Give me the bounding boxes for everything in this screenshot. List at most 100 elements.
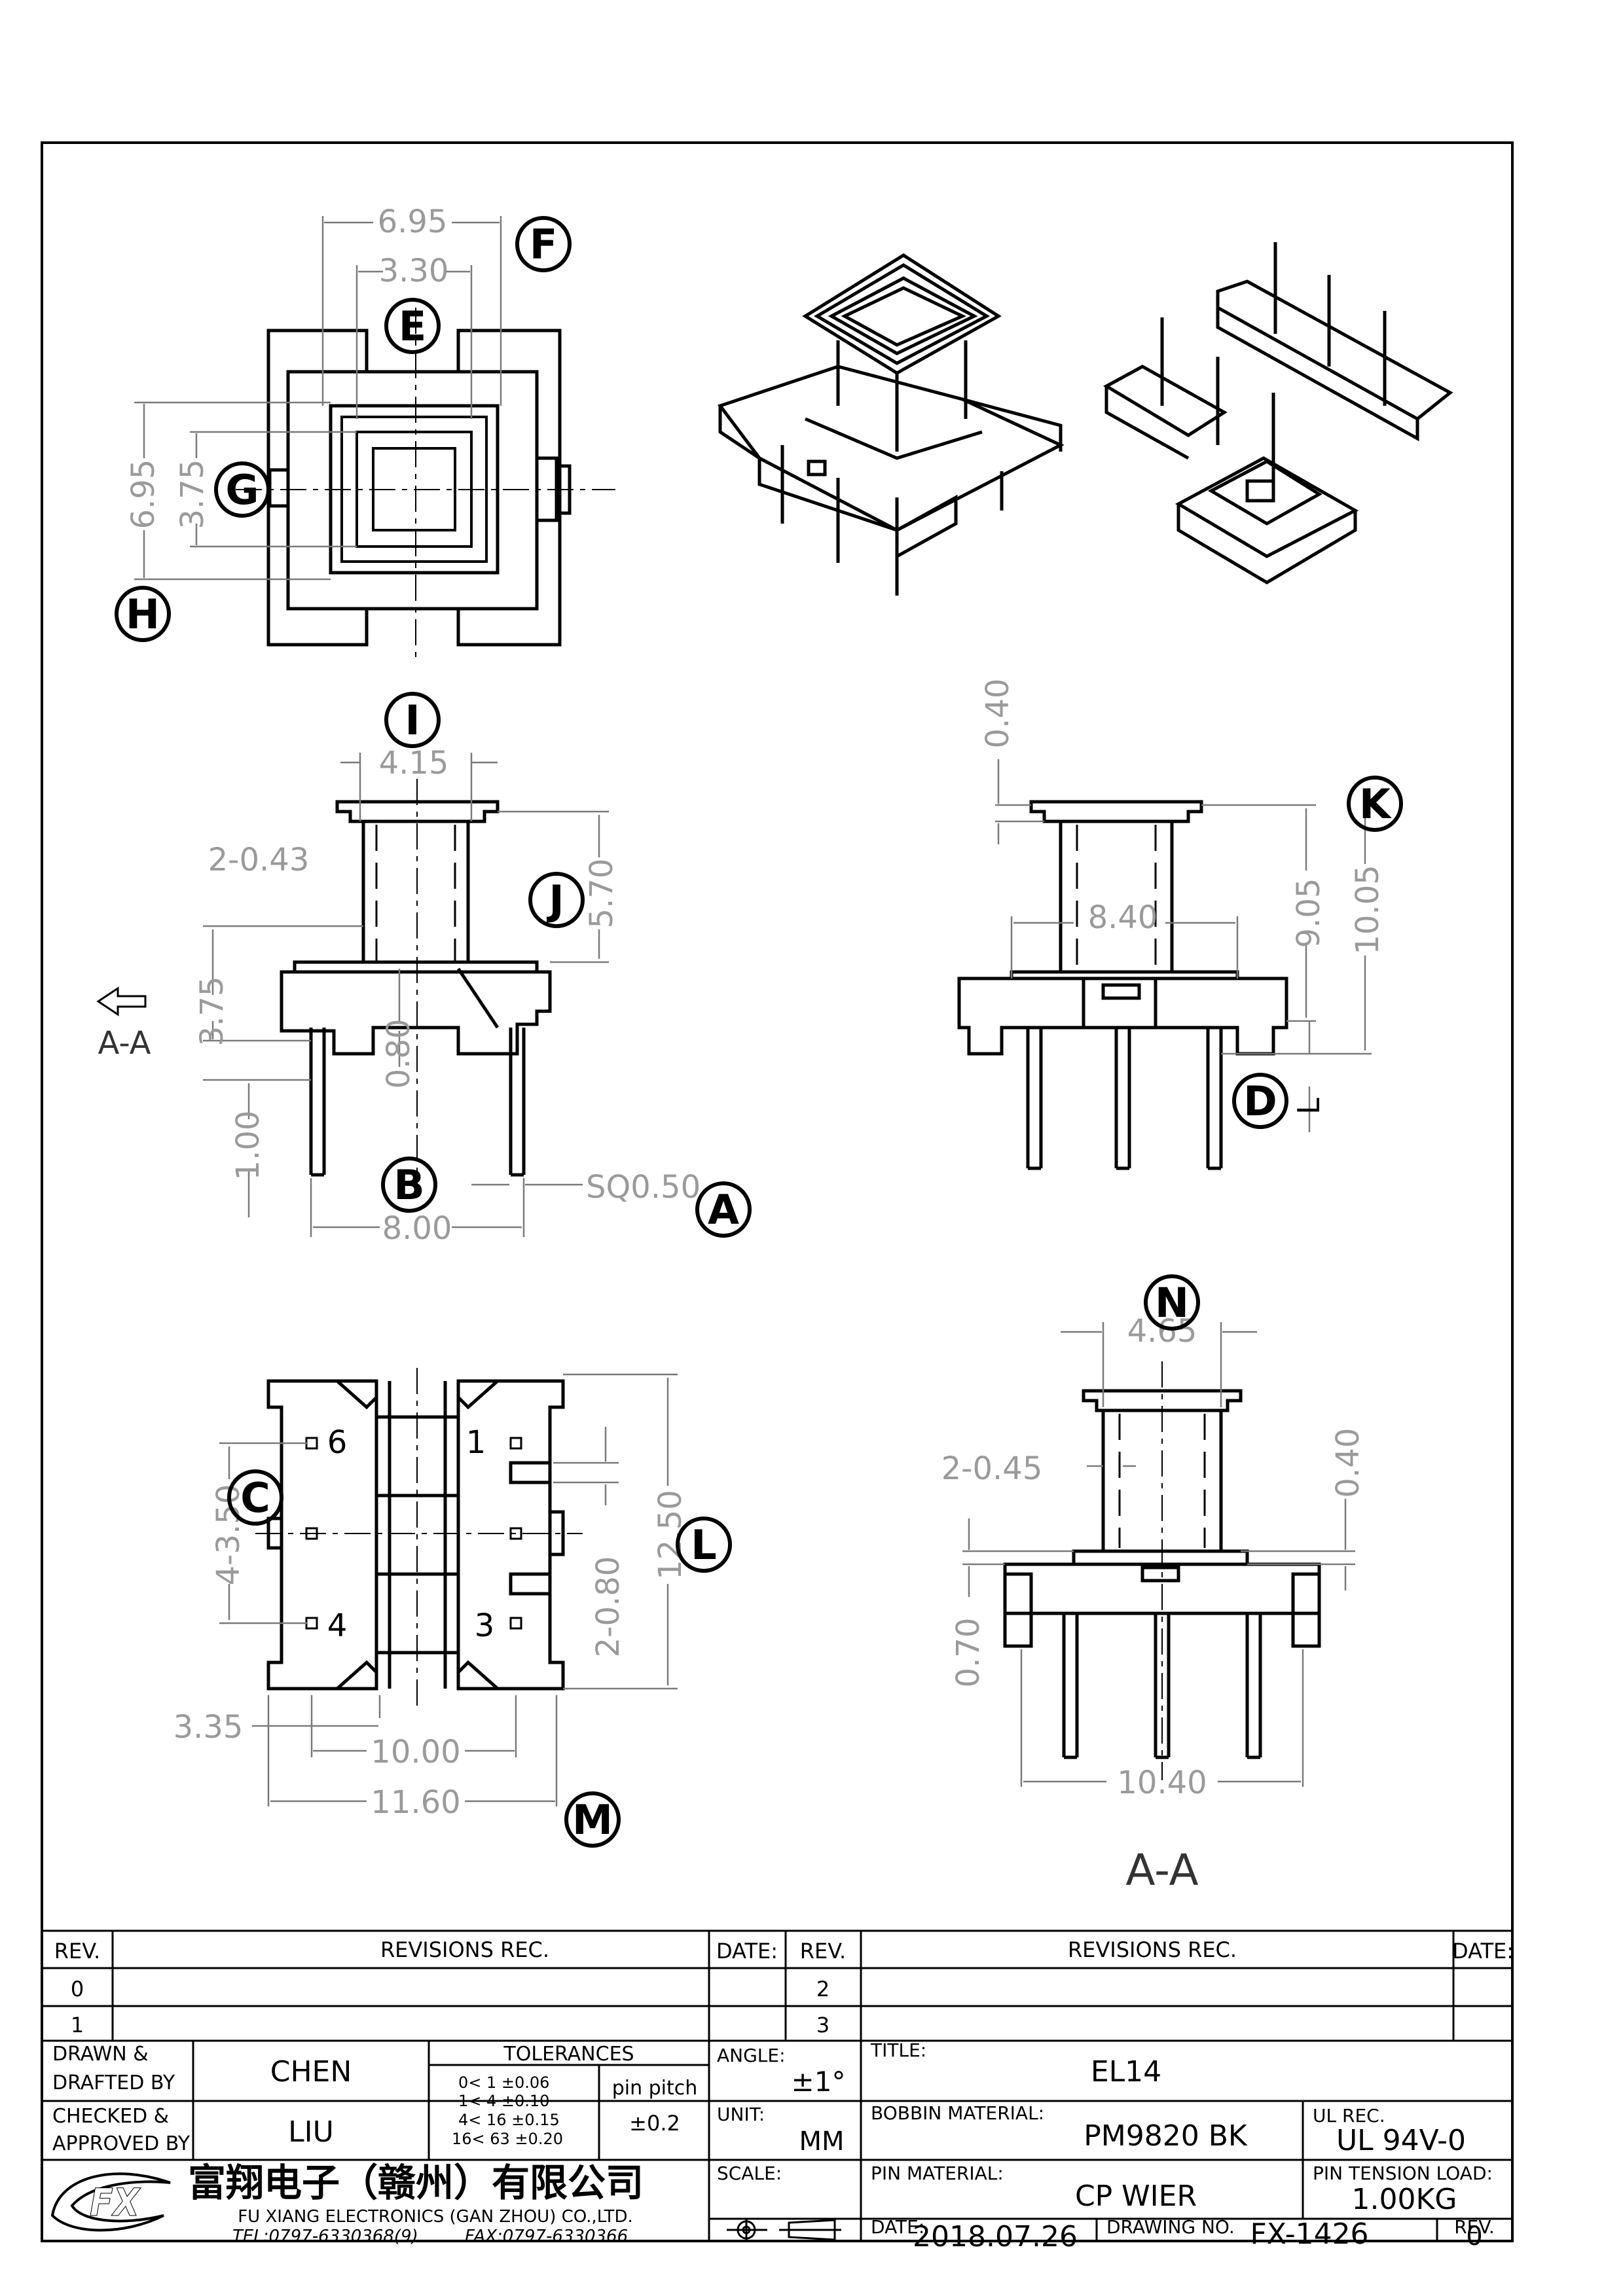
front-view bbox=[280, 800, 552, 1177]
title-block-grid bbox=[42, 2041, 1512, 2241]
rev-value: 0 bbox=[1466, 2221, 1482, 2251]
top-view-dims bbox=[134, 216, 502, 581]
dim-bot-w1: 10.00 bbox=[371, 1734, 460, 1770]
rev-row-0: 0 bbox=[71, 1977, 84, 2001]
title-label: TITLE: bbox=[870, 2039, 926, 2061]
side-view-hidden bbox=[1076, 825, 1157, 969]
pin-number-4: 4 bbox=[327, 1607, 348, 1644]
front-view-hidden bbox=[375, 825, 456, 962]
company-logo-icon: FX bbox=[50, 2172, 171, 2232]
bubble-M: M bbox=[572, 1796, 613, 1844]
tol-row-1: 1< 4 ±0.10 bbox=[458, 2092, 549, 2110]
date-label: DATE: bbox=[871, 2216, 924, 2238]
rev-row-1: 1 bbox=[71, 2013, 84, 2037]
callout-bubbles bbox=[115, 216, 1403, 1848]
dim-h2: 10.05 bbox=[1349, 865, 1386, 954]
tolerances-title: TOLERANCES bbox=[503, 2043, 634, 2066]
pin-tension-value: 1.00KG bbox=[1352, 2183, 1457, 2216]
revisions-header-right: REVISIONS REC. bbox=[1068, 1937, 1237, 1962]
side-view bbox=[957, 800, 1288, 1170]
section-view-dims bbox=[962, 1322, 1355, 1787]
drawing-no-value: FX-1426 bbox=[1250, 2217, 1368, 2251]
top-view bbox=[266, 329, 572, 647]
pin-tension-label: PIN TENSION LOAD: bbox=[1313, 2162, 1493, 2184]
bubble-K: K bbox=[1359, 780, 1392, 828]
dim-sec-wall: 2-0.45 bbox=[941, 1450, 1043, 1487]
bubble-I: I bbox=[405, 696, 420, 744]
bubble-H: H bbox=[126, 590, 160, 638]
side-view-dims bbox=[995, 759, 1372, 1132]
ul-value: UL 94V-0 bbox=[1336, 2124, 1466, 2157]
dim-top-core: 3.30 bbox=[379, 253, 449, 289]
dim-width-r: 8.40 bbox=[1088, 899, 1158, 936]
dim-bot-h: 12.50 bbox=[652, 1490, 689, 1579]
isometric-view-top bbox=[717, 253, 1065, 596]
isometric-view-bottom bbox=[1103, 242, 1453, 584]
dim-base-h: 3.75 bbox=[194, 977, 230, 1047]
rev-row-2: 2 bbox=[816, 1977, 830, 2001]
pin-pitch-label: pin pitch bbox=[612, 2077, 698, 2100]
projection-symbol-icon bbox=[727, 2219, 841, 2241]
date-value: 2018.07.26 bbox=[913, 2220, 1078, 2253]
bobbin-value: PM9820 BK bbox=[1084, 2119, 1248, 2153]
pin-pitch-value: ±0.2 bbox=[629, 2111, 680, 2136]
bubble-J: J bbox=[546, 876, 564, 924]
section-view-hidden bbox=[1118, 1414, 1206, 1548]
date-header-right: DATE: bbox=[1452, 1939, 1514, 1964]
dim-h1: 9.05 bbox=[1290, 878, 1327, 948]
company-tel: TEL:0797-6330368(9) bbox=[232, 2227, 418, 2246]
revision-table bbox=[42, 1929, 1512, 2042]
checked-label-1: CHECKED & bbox=[52, 2105, 169, 2128]
scale-label: SCALE: bbox=[717, 2162, 782, 2184]
front-view-dims bbox=[203, 753, 609, 1237]
callout-bubble-letters: F E G H I J K D B A C L M N bbox=[126, 221, 1392, 1844]
company-fax: FAX:0797-6330366 bbox=[465, 2227, 628, 2246]
angle-value: ±1° bbox=[792, 2066, 846, 2098]
dim-bot-w2: 11.60 bbox=[371, 1784, 460, 1821]
checked-label-2: APPROVED BY bbox=[52, 2132, 191, 2155]
bubble-F: F bbox=[530, 221, 557, 268]
dim-bot-offset: 3.35 bbox=[173, 1709, 244, 1746]
pin-material-label: PIN MATERIAL: bbox=[871, 2162, 1004, 2184]
bubble-N: N bbox=[1155, 1279, 1189, 1327]
tol-row-3: 16< 63 ±0.20 bbox=[452, 2130, 563, 2148]
dim-bot-slot: 2-0.80 bbox=[590, 1556, 627, 1658]
top-view-centerlines bbox=[236, 308, 615, 661]
dim-flange: 0.40 bbox=[979, 679, 1016, 749]
rev-header-left: REV. bbox=[54, 1939, 100, 1964]
bubble-C: C bbox=[240, 1474, 270, 1522]
dim-top-core-h: 3.75 bbox=[174, 459, 211, 529]
drawn-label-1: DRAWN & bbox=[52, 2043, 149, 2066]
drawing-frame bbox=[41, 141, 1514, 2242]
bottom-view-centerlines bbox=[255, 1368, 583, 1708]
ul-label: UL REC. bbox=[1313, 2105, 1385, 2126]
pin-number-3: 3 bbox=[475, 1607, 495, 1644]
dim-sec-base: 0.70 bbox=[950, 1618, 987, 1688]
unit-label: UNIT: bbox=[717, 2104, 765, 2125]
dim-slot: 0.80 bbox=[380, 1019, 417, 1089]
dim-pin-sq: SQ0.50 bbox=[586, 1169, 701, 1206]
dim-sec-width: 10.40 bbox=[1117, 1765, 1207, 1801]
drawing-no-label: DRAWING NO. bbox=[1106, 2216, 1235, 2238]
company-name-en: FU XIANG ELECTRONICS (GAN ZHOU) CO.,LTD. bbox=[238, 2207, 633, 2227]
svg-text:FX: FX bbox=[90, 2180, 141, 2225]
dim-top-width: 6.95 bbox=[378, 204, 448, 240]
bubble-A: A bbox=[708, 1186, 739, 1234]
tol-row-2: 4< 16 ±0.15 bbox=[458, 2111, 560, 2129]
bobbin-label: BOBBIN MATERIAL: bbox=[871, 2102, 1044, 2124]
drawn-by-name: CHEN bbox=[270, 2055, 352, 2089]
company-name-cn: 富翔电子（赣州）有限公司 bbox=[188, 2161, 644, 2205]
drawn-label-2: DRAFTED BY bbox=[52, 2072, 175, 2094]
rev-label: REV. bbox=[1454, 2216, 1495, 2238]
pin-number-6: 6 bbox=[327, 1424, 348, 1461]
dim-core-h: 5.70 bbox=[583, 859, 620, 929]
dim-sec-flange: 0.40 bbox=[1330, 1428, 1366, 1498]
unit-value: MM bbox=[799, 2126, 844, 2157]
tol-row-0: 0< 1 ±0.06 bbox=[458, 2073, 549, 2092]
section-label-left: A-A bbox=[98, 1025, 151, 1062]
bubble-D: D bbox=[1243, 1077, 1277, 1125]
bubble-B: B bbox=[393, 1161, 424, 1209]
dim-pin-span: 8.00 bbox=[382, 1210, 452, 1247]
pin-material-value: CP WIER bbox=[1075, 2179, 1197, 2213]
